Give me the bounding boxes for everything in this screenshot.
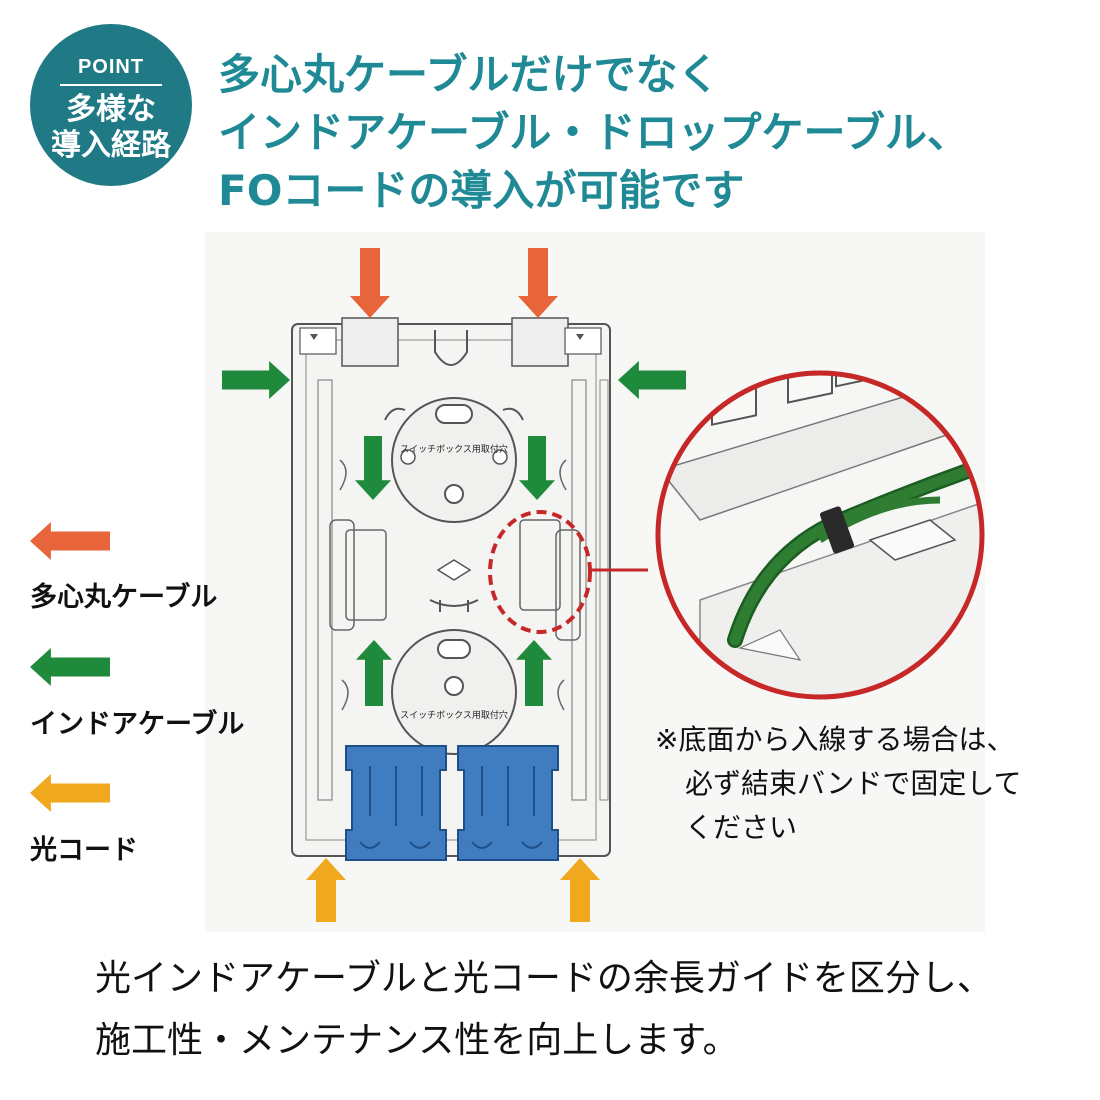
legend-label-multicore: 多心丸ケーブル xyxy=(30,582,218,613)
legend-label-optical-cord: 光コード xyxy=(30,835,138,866)
detail-highlight-dashed xyxy=(488,510,592,634)
legend-arrows xyxy=(30,522,110,812)
headline-line-2: インドアケーブル・ドロップケーブル、 xyxy=(218,108,969,157)
bottom-caption: 光インドアケーブルと光コードの余長ガイドを区分し、 施工性・メンテナンス性を向上… xyxy=(95,948,1055,1072)
green-arrow-inner-top-left xyxy=(355,436,391,500)
upper-mounting-boss: スイッチボックス用取付穴 xyxy=(384,397,524,523)
upper-boss-label: スイッチボックス用取付穴 xyxy=(400,443,508,455)
green-arrow-side-right xyxy=(618,361,686,399)
green-arrow-inner-top-right xyxy=(519,436,555,500)
legend-label-indoor: インドアケーブル xyxy=(30,709,245,740)
badge-point-label: POINT xyxy=(77,56,145,78)
yellow-arrow-bottom-right xyxy=(560,858,600,922)
green-arrow-side-left xyxy=(222,361,290,399)
green-arrow-inner-bottom-right xyxy=(516,640,552,706)
fiber-slack-trays xyxy=(345,745,559,861)
installation-note: ※底面から入線する場合は、 必ず結束バンドで固定して ください xyxy=(655,718,1022,850)
badge-divider xyxy=(60,84,162,86)
green-arrow-inner-bottom-left xyxy=(356,640,392,706)
orange-arrow-top-left xyxy=(350,248,390,318)
note-line-1: ※底面から入線する場合は、 xyxy=(655,723,1015,756)
magnified-detail xyxy=(655,370,985,700)
caption-line-2: 施工性・メンテナンス性を向上します。 xyxy=(95,1020,739,1061)
lower-mounting-boss: スイッチボックス用取付穴 xyxy=(391,629,517,755)
right-cable-guides xyxy=(519,459,581,711)
lower-boss-label: スイッチボックス用取付穴 xyxy=(400,709,508,721)
outlet-box-diagram: スイッチボックス用取付穴 スイッチボックス用取付穴 xyxy=(30,232,985,932)
legend-arrow-indoor xyxy=(30,648,110,686)
headline: 多心丸ケーブルだけでなく インドアケーブル・ドロップケーブル、 FOコードの導入… xyxy=(218,46,1078,220)
cable-entry-arrows xyxy=(222,248,686,922)
note-line-3: ください xyxy=(685,811,798,844)
point-badge: POINT 多様な 導入経路 xyxy=(30,24,192,186)
yellow-arrow-bottom-left xyxy=(306,858,346,922)
cable-tie xyxy=(819,506,855,554)
legend-arrow-optical-cord xyxy=(30,774,110,812)
badge-line-1: 多様な xyxy=(66,92,156,127)
orange-arrow-top-right xyxy=(518,248,558,318)
caption-line-1: 光インドアケーブルと光コードの余長ガイドを区分し、 xyxy=(95,958,993,999)
center-marking xyxy=(429,559,479,612)
note-line-2: 必ず結束バンドで固定して xyxy=(685,767,1022,800)
headline-line-3: FOコードの導入が可能です xyxy=(218,166,745,215)
legend-arrow-multicore xyxy=(30,522,110,560)
badge-line-2: 導入経路 xyxy=(51,128,171,163)
detail-ring xyxy=(655,370,985,700)
left-cable-guides xyxy=(329,459,387,711)
headline-line-1: 多心丸ケーブルだけでなく xyxy=(218,50,720,99)
